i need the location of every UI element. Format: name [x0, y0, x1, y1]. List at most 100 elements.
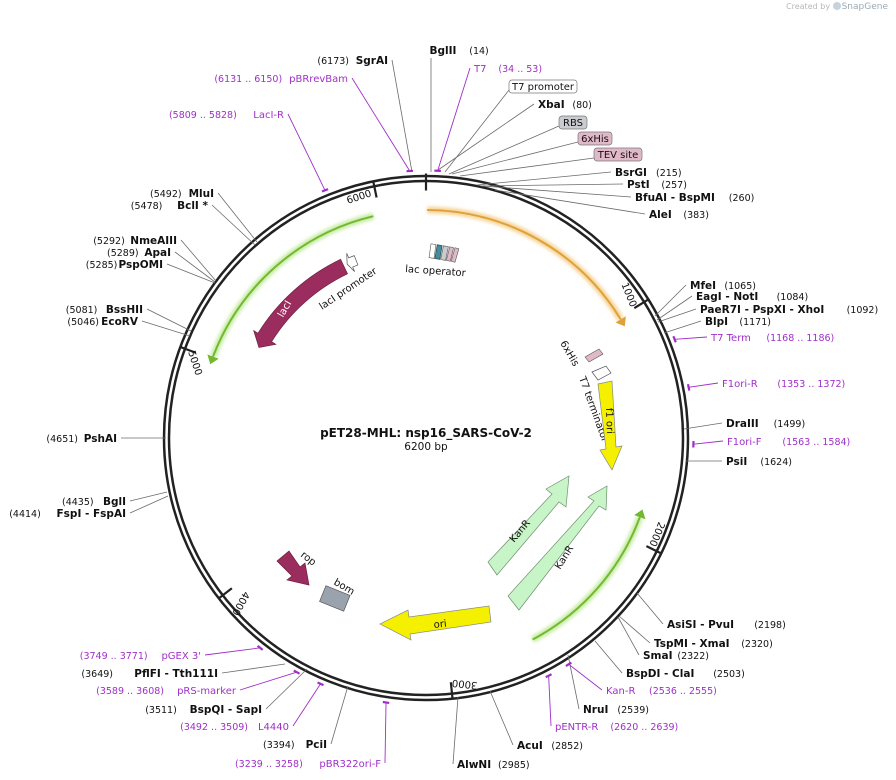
primer-mark-laci-r [321, 188, 329, 193]
site-position: (3511) [145, 705, 177, 716]
feature-box [508, 79, 578, 94]
tick-label-3000: 3000 [452, 677, 478, 691]
site-line-eagi-noti [656, 295, 693, 321]
orf-arrowhead [207, 354, 219, 365]
site-label-bgli: BglI(4435) [62, 496, 126, 508]
site-position: (5492) [150, 189, 182, 200]
site-line-paer7i-pspxi-xhoi [657, 308, 697, 323]
site-line-draiii [683, 422, 723, 430]
primer-line-pgex-3 [204, 647, 261, 656]
site-line-bsrgi [476, 171, 612, 186]
site-name: PspOMI [118, 259, 163, 271]
promoter-box [434, 244, 443, 260]
boxed-feature-rbs: RBS [558, 115, 588, 130]
site-position: (3649) [81, 669, 113, 680]
rop-label: rop [298, 550, 318, 569]
primer-range: (3589 .. 3608) [96, 686, 164, 697]
site-label-bcli: BclI *(5478) [131, 200, 209, 212]
primer-range: (2620 .. 2639) [610, 722, 678, 733]
tick-4000 [217, 587, 233, 600]
site-name: BglII [430, 45, 457, 57]
primer-lines [204, 67, 724, 764]
orf-green-lacI [207, 212, 375, 365]
boxed-feature-t7-promoter: T7 promoter [508, 79, 578, 94]
site-label-asisi-pvui: AsiSI - PvuI(2198) [667, 619, 786, 631]
feature-box-label: 6xHis [581, 134, 609, 145]
orf-line [532, 516, 641, 641]
site-position: (1092) [847, 305, 879, 316]
site-label-acui: AcuI(2852) [517, 740, 583, 752]
site-name: BlpI [705, 316, 728, 328]
site-label-pcii: PciI(3394) [263, 739, 327, 751]
primer-mark-kan-r [565, 661, 572, 667]
site-line-alwni [452, 696, 459, 765]
primer-mark-l4440 [317, 681, 324, 687]
feature-box-label: RBS [563, 118, 583, 129]
site-label-paer7i-pspxi-xhoi: PaeR7I - PspXI - XhoI(1092) [700, 304, 878, 316]
primer-label-l4440: L4440(3492 .. 3509) [180, 722, 289, 733]
primer-range: (2536 .. 2555) [649, 686, 717, 697]
lacI-arrow [253, 258, 348, 348]
orf-glow [530, 515, 644, 643]
primer-range: (34 .. 53) [498, 64, 542, 75]
map-size: 6200 bp [404, 441, 448, 453]
feature-rop: rop [276, 550, 318, 586]
site-position: (1499) [774, 419, 806, 430]
site-name: PshAI [84, 433, 117, 445]
feature-box [577, 131, 613, 146]
site-label-eagi-noti: EagI - NotI(1084) [696, 291, 808, 303]
primer-name: pBRrevBam [289, 74, 348, 85]
site-name: BglI [103, 496, 126, 508]
primer-range: (1563 .. 1584) [782, 437, 850, 448]
box-line-t7-promoter [444, 89, 510, 173]
site-line-apai [174, 251, 216, 283]
site-label-xbai: XbaI(80) [538, 99, 592, 111]
primer-name: pGEX 3' [161, 651, 201, 662]
feature-box-label: T7 promoter [511, 82, 575, 93]
site-label-mlui: MluI (5492) [150, 188, 214, 200]
primer-name: pRS-marker [177, 686, 237, 697]
site-line-bspqi-sapi [265, 668, 308, 710]
primer-name: pBR322ori-F [319, 759, 381, 770]
watermark-brand: SnapGene [841, 2, 888, 12]
primer-name: pENTR-R [555, 722, 598, 733]
primer-range: (3749 .. 3771) [80, 651, 148, 662]
site-lines [121, 58, 723, 765]
site-label-psti: PstI(257) [627, 179, 687, 191]
feature-6xhis: 6xHis [557, 339, 604, 369]
primer-name: F1ori-R [722, 379, 758, 390]
box-line-tev-site [459, 157, 595, 177]
tick-2000 [645, 545, 663, 555]
boxed-feature-6xhis: 6xHis [577, 131, 613, 146]
primer-label-f1ori-f: F1ori-F(1563 .. 1584) [727, 437, 850, 448]
site-position: (14) [469, 46, 489, 57]
site-name: AlwNI [457, 759, 491, 771]
site-label-bspdi-clai: BspDI - ClaI(2503) [626, 668, 745, 680]
orf-glow [427, 206, 624, 322]
box-line-6xhis [451, 141, 579, 175]
primer-name: T7 [473, 64, 486, 75]
primer-line-pbr322ori-f [384, 702, 387, 764]
site-name: PflFI - Tth111I [134, 668, 218, 680]
site-position: (6173) [317, 56, 349, 67]
site-position: (383) [683, 210, 709, 221]
site-name: BfuAI - BspMI [635, 192, 715, 204]
tick-label-1000: 1000 [618, 281, 638, 309]
site-line-pflfi-tth111i [221, 663, 286, 674]
feature-ori: ori [379, 605, 492, 641]
site-label-nrui: NruI(2539) [583, 704, 649, 716]
site-name: PsiI [726, 456, 747, 468]
primer-mark-f1ori-r [686, 383, 691, 391]
site-position: (215) [656, 168, 682, 179]
site-position: (5081) [66, 305, 98, 316]
primer-line-t7-term [674, 336, 708, 340]
site-label-bglii: BglII (14) [430, 45, 489, 57]
site-line-nmeaiii [180, 239, 217, 282]
lac-operator-box [428, 243, 437, 259]
kanR-outer-arrow [507, 485, 608, 611]
site-name: MluI [189, 188, 214, 200]
primer-mark-pentr-r [545, 673, 553, 679]
site-position: (5285) [86, 260, 118, 271]
site-name: FspI - FspAI [57, 508, 127, 520]
